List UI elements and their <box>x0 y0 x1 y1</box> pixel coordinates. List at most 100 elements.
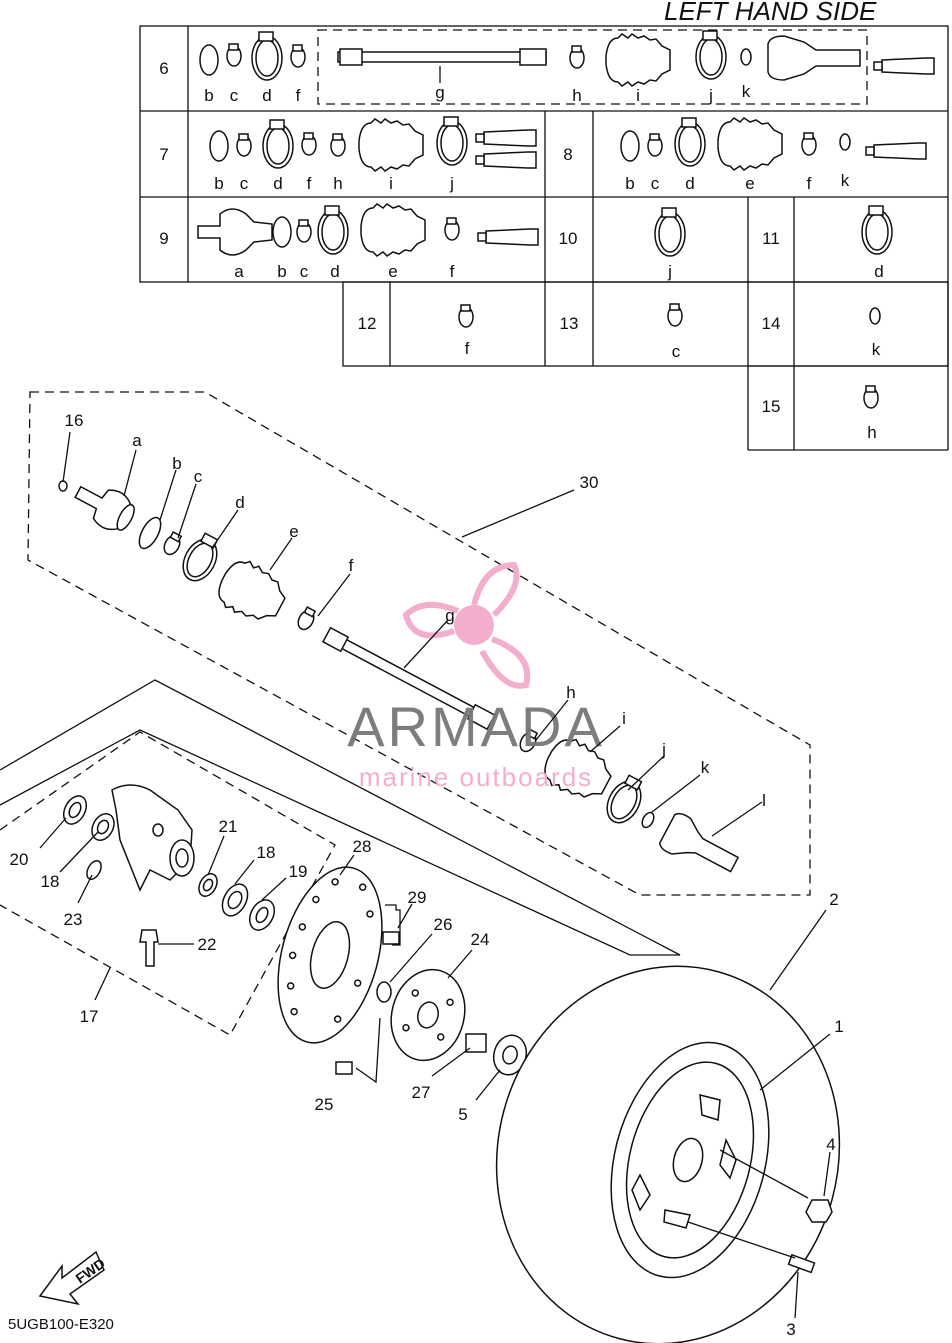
watermark-tagline: marine outboards <box>359 762 593 792</box>
label-l-visible: l <box>762 791 766 810</box>
label-20: 20 <box>10 850 29 869</box>
kit-letter: h <box>572 86 581 105</box>
page-title: LEFT HAND SIDE <box>664 0 877 26</box>
kit-letter: h <box>867 423 876 442</box>
kit-number: 13 <box>560 314 579 333</box>
kit-letter: k <box>742 82 751 101</box>
kit-row-8: 8 b c d e f k <box>563 117 927 193</box>
label-25: 25 <box>315 1095 334 1114</box>
drive-shaft-parts <box>58 480 740 873</box>
watermark-brand: ARMADA <box>347 695 605 758</box>
kit-letter: i <box>389 174 393 193</box>
label-27: 27 <box>412 1083 431 1102</box>
label-1: 1 <box>834 1017 843 1036</box>
kit-letter: d <box>262 86 271 105</box>
label-21: 21 <box>219 817 238 836</box>
kit-number: 6 <box>159 59 168 78</box>
kit-number: 10 <box>559 229 578 248</box>
ball-joint <box>139 929 159 967</box>
kit-letter: f <box>450 262 455 281</box>
kit-number: 12 <box>358 314 377 333</box>
label-18-right: 18 <box>257 843 276 862</box>
kit-letter: k <box>872 340 881 359</box>
watermark-logo: ARMADA marine outboards <box>347 561 605 792</box>
label-2: 2 <box>829 890 838 909</box>
kit-letter: g <box>435 83 444 102</box>
label-c: c <box>194 467 203 486</box>
kit-letter: b <box>625 174 634 193</box>
kit-letter: c <box>300 262 309 281</box>
kit-letter: j <box>667 262 672 281</box>
kit-letter: d <box>330 262 339 281</box>
kit-letter: d <box>273 174 282 193</box>
kit-table <box>139 25 949 451</box>
label-19: 19 <box>289 862 308 881</box>
label-26: 26 <box>434 915 453 934</box>
kit-letter: e <box>745 174 754 193</box>
kit-letter: c <box>672 342 681 361</box>
kit-letter: h <box>333 174 342 193</box>
kit-letter: c <box>240 174 249 193</box>
label-4: 4 <box>826 1135 835 1154</box>
kit-letter: b <box>214 174 223 193</box>
knuckle-outline-solid <box>0 679 681 956</box>
label-17: 17 <box>80 1007 99 1026</box>
kit-letter: c <box>230 86 239 105</box>
kit-row-7: 7 b c d f h i j <box>159 116 537 193</box>
kit-letter: f <box>307 174 312 193</box>
knuckle-parts <box>62 784 276 967</box>
kit-letter: k <box>841 171 850 190</box>
label-i: i <box>622 709 626 728</box>
label-3: 3 <box>786 1320 795 1339</box>
label-29: 29 <box>408 888 427 907</box>
kit-letter: d <box>685 174 694 193</box>
leader-lines <box>39 431 831 1319</box>
kit-letter: j <box>449 174 454 193</box>
label-d: d <box>235 493 244 512</box>
label-5: 5 <box>458 1105 467 1124</box>
label-j: j <box>661 740 666 759</box>
label-18-left: 18 <box>41 872 60 891</box>
drive-shaft-assembly-outline <box>27 391 811 896</box>
kit-letter: f <box>465 339 470 358</box>
label-28: 28 <box>353 837 372 856</box>
label-h: h <box>566 683 575 702</box>
kit-letter: b <box>204 86 213 105</box>
kit-number: 8 <box>563 145 572 164</box>
label-30: 30 <box>580 473 599 492</box>
kit-letter: a <box>234 262 244 281</box>
label-22: 22 <box>198 935 217 954</box>
knuckle-assembly-outline <box>0 731 336 1036</box>
label-k: k <box>701 758 710 777</box>
label-e: e <box>289 522 298 541</box>
kit-number: 14 <box>762 314 781 333</box>
wheel <box>495 965 841 1343</box>
kit-letter: f <box>807 174 812 193</box>
kit-number: 7 <box>159 145 168 164</box>
kit-row-6: 6 b c d f g h i j k <box>159 30 935 105</box>
fwd-arrow-icon: FWD <box>38 1250 108 1306</box>
kit-letter: e <box>388 262 397 281</box>
kit-number: 15 <box>762 397 781 416</box>
kit-letter: f <box>296 86 301 105</box>
kit-cells-single: 10 j 11 d 12 f 13 c 14 k 15 h <box>358 205 893 442</box>
label-24: 24 <box>471 930 490 949</box>
kit-row-9: 9 a b c d e f <box>159 203 539 281</box>
label-a: a <box>132 431 142 450</box>
label-g: g <box>445 606 454 625</box>
kit-letter: c <box>651 174 660 193</box>
brake-hub-parts <box>277 866 528 1076</box>
label-b: b <box>172 454 181 473</box>
label-16: 16 <box>65 411 84 430</box>
kit-letter: j <box>708 86 713 105</box>
kit-letter: i <box>636 86 640 105</box>
kit-number: 9 <box>159 229 168 248</box>
diagram-code: 5UGB100-E320 <box>8 1316 114 1333</box>
label-23: 23 <box>64 910 83 929</box>
label-f: f <box>349 556 354 575</box>
part-labels: 16 a b c d e f g 30 h i j k l 20 18 23 2… <box>10 411 844 1339</box>
kit-number: 11 <box>762 229 780 248</box>
kit-letter: d <box>874 262 883 281</box>
kit-letter: b <box>277 262 286 281</box>
